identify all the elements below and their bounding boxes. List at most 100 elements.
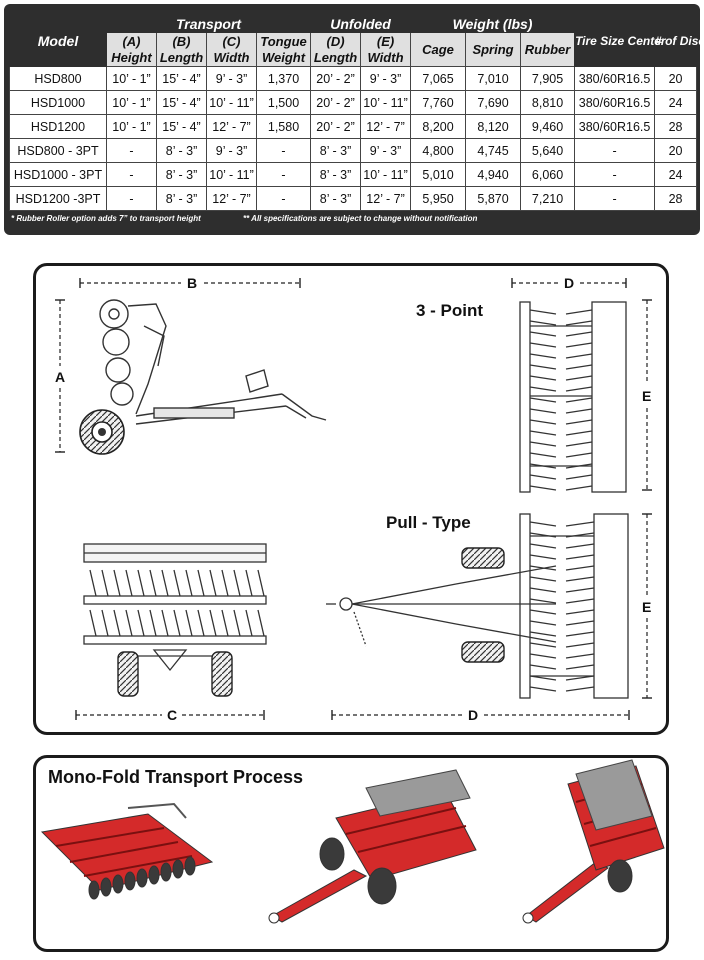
cell-d: 20’ - 2”	[310, 114, 362, 139]
disc-blade	[125, 609, 133, 637]
cell-b: 15’ - 4”	[156, 90, 207, 115]
disc-blade	[149, 569, 157, 597]
cell-discs: 20	[654, 66, 698, 91]
subheader-a-code: (A)	[122, 33, 141, 49]
subheader-c-text: Width	[213, 49, 250, 65]
cell-spring: 7,010	[465, 66, 522, 91]
cell-c: 9’ - 3”	[206, 66, 257, 91]
disc-blade	[565, 532, 595, 538]
disc-blade	[221, 609, 229, 637]
disc-blade	[529, 653, 557, 659]
disc-blade	[529, 664, 557, 670]
disc-blade	[565, 320, 593, 326]
disc-blade	[185, 609, 193, 637]
cell-cage: 5,010	[410, 162, 467, 187]
disc-blade	[173, 569, 181, 597]
disc-blade	[529, 565, 557, 571]
rear-view-wheels	[117, 651, 233, 697]
disc-blade	[101, 609, 109, 637]
disc-blade	[209, 609, 217, 637]
cell-tongue: -	[255, 186, 312, 211]
stage-folded-image	[522, 759, 665, 924]
cell-a: -	[106, 138, 157, 163]
cell-cage: 4,800	[410, 138, 467, 163]
header-discs: # of Discs	[654, 14, 704, 67]
cell-rubber: 6,060	[520, 162, 576, 187]
disc-blade	[565, 565, 595, 571]
subheader-c-width: (C)Width	[206, 32, 257, 67]
cell-a: 10’ - 1”	[106, 66, 157, 91]
disc-blade	[112, 874, 124, 894]
disc-blade	[148, 865, 160, 885]
cell-model: HSD1000 - 3PT	[9, 162, 107, 187]
cell-a: -	[106, 162, 157, 187]
disc-blade	[565, 353, 593, 359]
cell-spring: 8,120	[465, 114, 522, 139]
disc-blade	[529, 642, 557, 648]
table-row: HSD1000 - 3PT-8’ - 3”10’ - 11”-8’ - 3”10…	[9, 162, 698, 187]
subheader-d-code: (D)	[326, 33, 345, 49]
disc-blade	[565, 653, 595, 659]
mono-fold-illustrations	[40, 759, 665, 924]
cell-tire: -	[574, 138, 656, 163]
subheader-a-text: Height	[111, 49, 152, 65]
disc-blade	[136, 868, 148, 888]
disc-blade	[529, 408, 557, 414]
disc-blade	[160, 862, 172, 882]
note-specifications: ** All specifications are subject to cha…	[243, 214, 478, 223]
disc-blade	[245, 569, 253, 597]
cell-spring: 5,870	[465, 186, 522, 211]
cell-rubber: 9,460	[520, 114, 576, 139]
header-transport: Transport	[105, 14, 312, 33]
disc-blade	[529, 331, 557, 337]
spec-table: Model Transport Unfolded Weight (lbs) Ti…	[9, 14, 704, 211]
disc-blade	[257, 609, 265, 637]
cell-spring: 4,745	[465, 138, 522, 163]
cell-tongue: -	[255, 138, 312, 163]
disc-blade	[197, 569, 205, 597]
disc-blade	[565, 576, 595, 582]
disc-blade	[113, 609, 121, 637]
cell-d: 8’ - 3”	[310, 138, 362, 163]
disc-blade	[565, 342, 593, 348]
disc-blade	[529, 375, 557, 381]
disc-blade	[565, 463, 593, 469]
subheader-a-height: (A)Height	[106, 32, 157, 67]
disc-blade	[565, 474, 593, 480]
disc-blade	[529, 675, 557, 681]
disc-blade	[565, 620, 595, 626]
mono-fold-process-panel: Mono-Fold Transport Process	[33, 755, 669, 952]
subheader-e-code: (E)	[376, 33, 395, 49]
disc-blade	[529, 521, 557, 527]
cell-c: 12’ - 7”	[206, 186, 257, 211]
cell-e: 9’ - 3”	[360, 138, 412, 163]
dimension-diagram: B A D E C D E 3 - Point Pull - Type	[55, 275, 652, 723]
disc-blade	[565, 441, 593, 447]
cell-cage: 7,065	[410, 66, 467, 91]
subheader-tongue-line1: Tongue	[260, 33, 307, 49]
cell-c: 10’ - 11”	[206, 90, 257, 115]
cell-a: 10’ - 1”	[106, 90, 157, 115]
dim-label-d-top: D	[564, 275, 574, 291]
cell-discs: 28	[654, 186, 698, 211]
disc-blade	[565, 375, 593, 381]
subheader-b-length: (B)Length	[156, 32, 207, 67]
cell-a: 10’ - 1”	[106, 114, 157, 139]
disc-blade	[565, 331, 593, 337]
cell-model: HSD1200	[9, 114, 107, 139]
subheader-rubber: Rubber	[520, 32, 576, 67]
cell-spring: 4,940	[465, 162, 522, 187]
disc-blade	[565, 309, 593, 315]
subheader-d-length: (D)Length	[310, 32, 362, 67]
cell-model: HSD1200 -3PT	[9, 186, 107, 211]
disc-blade	[257, 569, 265, 597]
cell-rubber: 5,640	[520, 138, 576, 163]
cell-rubber: 7,210	[520, 186, 576, 211]
dim-label-e-bottom: E	[642, 599, 651, 615]
disc-blade	[101, 569, 109, 597]
subheader-e-text: Width	[367, 49, 404, 65]
cell-spring: 7,690	[465, 90, 522, 115]
disc-blade	[113, 569, 121, 597]
disc-blade	[161, 569, 169, 597]
